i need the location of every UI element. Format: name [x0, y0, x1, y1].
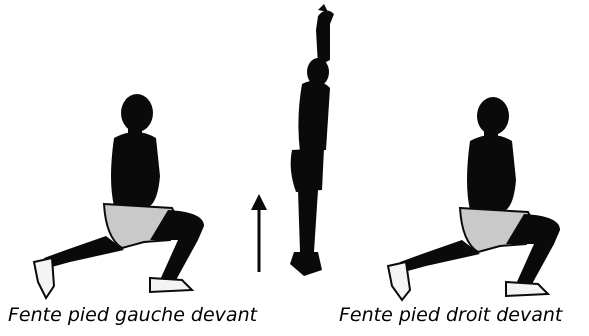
up-arrow-icon: [251, 194, 267, 272]
lunge-right-foot-figure: [388, 97, 560, 300]
lunge-left-foot-figure: [34, 94, 204, 298]
caption-right-foot-forward: Fente pied droit devant: [339, 304, 562, 326]
caption-left-foot-forward: Fente pied gauche devant: [8, 304, 257, 326]
jumping-figure: [290, 4, 334, 276]
